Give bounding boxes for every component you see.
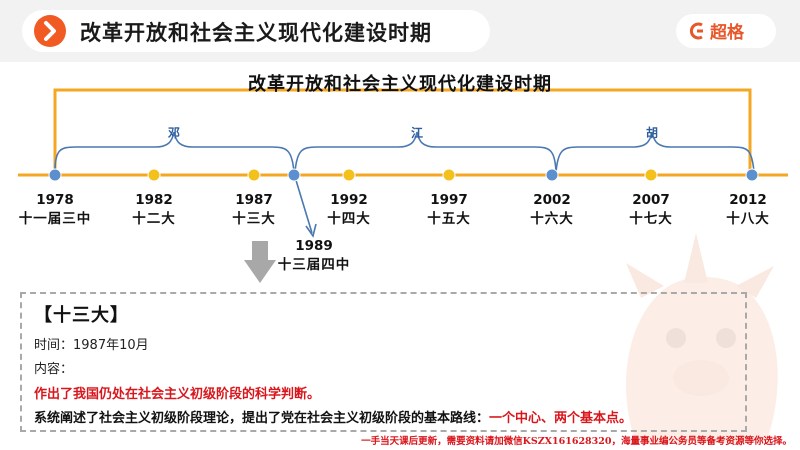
timeline-node-2007 — [644, 168, 658, 182]
unicorn-mascot-watermark — [596, 228, 796, 447]
year-text: 1989 — [295, 238, 333, 254]
down-arrow-head — [244, 260, 276, 283]
detail-point-2-text: 系统阐述了社会主义初级阶段理论，提出了党在社会主义初级阶段的基本路线： — [34, 411, 490, 426]
year-text: 2007 — [632, 192, 670, 208]
leader-bracket-jiang — [294, 131, 557, 173]
event-text: 十二大 — [132, 211, 176, 227]
leader-label-jiang: 江 — [410, 126, 423, 140]
timeline-node-1987 — [247, 168, 261, 182]
timeline-node-1997 — [442, 168, 456, 182]
page-title: 改革开放和社会主义现代化建设时期 — [80, 21, 432, 45]
timeline-label-1982: 1982 十二大 — [114, 191, 194, 229]
timeline-node-1978 — [48, 168, 62, 182]
arrow-1989-line — [294, 176, 313, 234]
timeline-label-1997: 1997 十五大 — [409, 191, 489, 229]
event-text: 十三大 — [232, 211, 276, 227]
timeline-label-2002: 2002 十六大 — [512, 191, 592, 229]
title-pill — [22, 10, 490, 52]
timeline-nodes — [48, 168, 759, 182]
down-arrow-shaft — [252, 241, 268, 261]
year-text: 1982 — [135, 192, 173, 208]
event-text: 十八大 — [726, 211, 770, 227]
timeline-title: 改革开放和社会主义现代化建设时期 — [248, 74, 552, 95]
detail-heading: 【十三大】 — [34, 305, 129, 326]
leader-label-deng: 邓 — [167, 126, 180, 140]
year-text: 1997 — [430, 192, 468, 208]
year-text: 1978 — [36, 192, 74, 208]
timeline-node-1992 — [342, 168, 356, 182]
event-text: 十五大 — [427, 211, 471, 227]
timeline-label-2012: 2012 十八大 — [708, 191, 788, 229]
event-text: 十四大 — [327, 211, 371, 227]
detail-content-label: 内容： — [34, 362, 74, 377]
detail-time: 时间：1987年10月 — [34, 338, 149, 353]
period-bracket — [53, 88, 752, 173]
timeline-label-2007: 2007 十七大 — [611, 191, 691, 229]
timeline-node-1982 — [147, 168, 161, 182]
detail-box — [20, 292, 747, 432]
year-text: 1992 — [330, 192, 368, 208]
timeline-label-1989: 1989 十三届四中 — [274, 237, 354, 275]
detail-point-2-highlight: 一个中心、两个基本点。 — [489, 411, 633, 426]
year-text: 2012 — [729, 192, 767, 208]
detail-point-2: 系统阐述了社会主义初级阶段理论，提出了党在社会主义初级阶段的基本路线：一个中心、… — [34, 407, 632, 426]
timeline-graphic — [18, 88, 788, 283]
year-text: 2002 — [533, 192, 571, 208]
leader-label-hu: 胡 — [645, 126, 658, 140]
event-text: 十六大 — [530, 211, 574, 227]
arrow-1989-head — [305, 223, 317, 238]
timeline-label-1987: 1987 十三大 — [214, 191, 294, 229]
logo-text: 超格 — [710, 23, 744, 43]
detail-point-1: 作出了我国仍处在社会主义初级阶段的科学判断。 — [34, 387, 321, 402]
timeline-label-1992: 1992 十四大 — [309, 191, 389, 229]
timeline-node-2012 — [745, 168, 759, 182]
arrow-right-icon — [34, 15, 66, 47]
year-text: 1987 — [235, 192, 273, 208]
timeline-node-2002 — [545, 168, 559, 182]
timeline-node-1989 — [287, 168, 301, 182]
event-text: 十三届四中 — [277, 257, 351, 273]
timeline-label-1978: 1978 十一届三中 — [15, 191, 95, 229]
leader-bracket-deng — [54, 131, 295, 173]
footer-note: 一手当天课后更新，需要资料请加微信KSZX161628320，海量事业编公务员等… — [361, 436, 792, 447]
event-text: 十七大 — [629, 211, 673, 227]
event-text: 十一届三中 — [18, 211, 92, 227]
logo-icon — [688, 20, 706, 46]
leader-bracket-hu — [555, 131, 755, 173]
